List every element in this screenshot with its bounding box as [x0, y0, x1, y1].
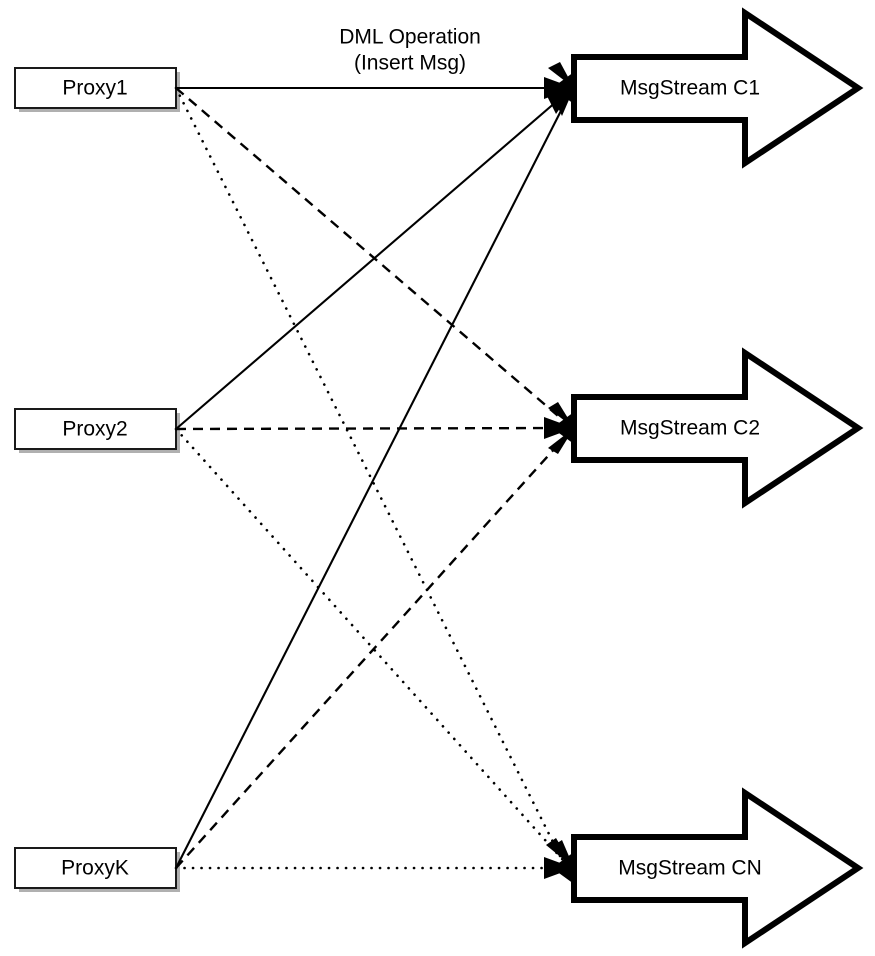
proxyk-box[interactable]	[14, 847, 177, 889]
proxy-node-proxy2[interactable]: Proxy2	[14, 408, 180, 453]
proxy-node-proxyk[interactable]: ProxyK	[14, 847, 180, 892]
proxy-node-proxy1[interactable]: Proxy1	[14, 67, 180, 112]
stream-node-group: MsgStream C1 MsgStream C2 MsgStream CN	[571, 7, 864, 949]
proxy1-label: Proxy1	[62, 77, 127, 100]
msgstream-c1-arrow-shape[interactable]	[571, 7, 864, 169]
msgstream-c1-label: MsgStream C1	[620, 77, 760, 100]
arrowhead-cluster-cn	[544, 838, 574, 884]
stream-node-msgstream-cn[interactable]: MsgStream CN	[571, 787, 864, 949]
arrowhead-c2-core	[552, 412, 574, 444]
edge-group	[174, 86, 569, 870]
edge-proxyk-to-c1	[175, 96, 569, 869]
proxy-node-group: Proxy1 Proxy2 ProxyK	[14, 67, 180, 892]
proxyk-label: ProxyK	[61, 857, 129, 880]
arrowhead-cluster-c2	[544, 402, 574, 454]
edge-proxy1-to-c2	[175, 87, 565, 422]
edge-proxy2-to-c1	[175, 94, 565, 430]
arrowhead-group	[544, 62, 574, 884]
proxy2-label: Proxy2	[62, 418, 127, 441]
msgstream-cn-arrow-shape[interactable]	[571, 787, 864, 949]
stream-node-msgstream-c1[interactable]: MsgStream C1	[571, 7, 864, 169]
edge-proxy1-to-cn	[174, 86, 563, 860]
msgstream-cn-label: MsgStream CN	[618, 857, 762, 880]
stream-node-msgstream-c2[interactable]: MsgStream C2	[571, 347, 864, 509]
dml-operation-line1: DML Operation	[339, 26, 481, 49]
arrowhead-cluster-c1	[544, 62, 574, 116]
edge-proxyk-to-c2	[175, 435, 567, 869]
edge-proxy2-to-cn	[174, 427, 565, 862]
arrowhead-c1-core	[552, 72, 574, 104]
msgstream-c2-label: MsgStream C2	[620, 417, 760, 440]
annotation-dml-operation: DML Operation (Insert Msg)	[339, 26, 481, 75]
edge-proxy2-to-c2	[175, 426, 564, 431]
arrowhead-cn-core	[552, 852, 574, 884]
dml-operation-line2: (Insert Msg)	[354, 52, 466, 75]
msgstream-c2-arrow-shape[interactable]	[571, 347, 864, 509]
proxy1-box[interactable]	[14, 67, 177, 109]
